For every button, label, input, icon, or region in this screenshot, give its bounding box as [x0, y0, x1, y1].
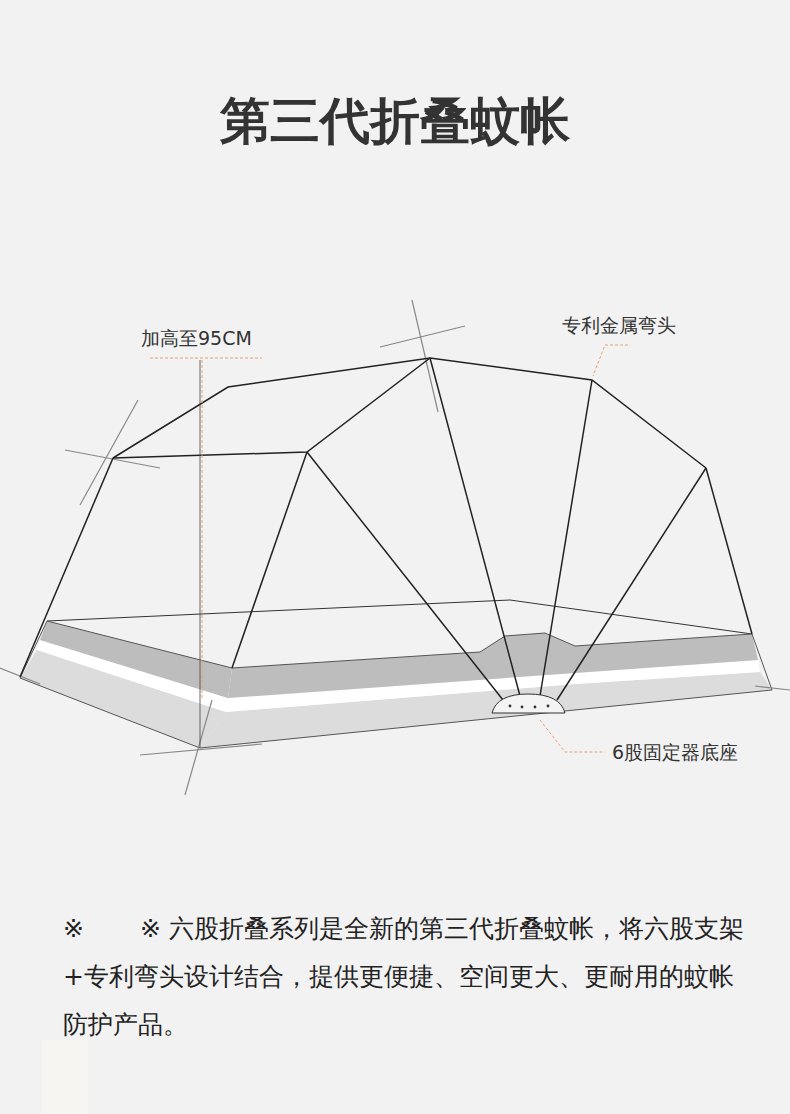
height-line	[200, 360, 201, 748]
title: 第三代折叠蚊帐	[220, 88, 570, 155]
base-seat	[492, 694, 565, 713]
mattress-edge	[20, 621, 47, 678]
mattress-back-edge	[47, 600, 752, 634]
callout-label: 专利金属弯头	[562, 313, 676, 339]
mattress-edge	[752, 634, 772, 690]
note-paragraph: ※※ 六股折叠系列是全新的第三代折叠蚊帐，将六股支架+专利弯头设计结合，提供更便…	[63, 905, 753, 1049]
corner-guides	[0, 300, 790, 795]
note-text: ※ 六股折叠系列是全新的第三代折叠蚊帐，将六股支架+专利弯头设计结合，提供更便捷…	[63, 914, 744, 1039]
callout-label: 加高至95CM	[141, 326, 252, 352]
mattress-layer	[40, 621, 232, 698]
mattress-edge	[20, 678, 772, 748]
base-dots	[509, 705, 550, 709]
note-mark: ※	[63, 914, 84, 943]
callout-label: 6股固定器底座	[612, 740, 738, 766]
leader-lines	[150, 345, 628, 752]
mattress-edge	[47, 621, 752, 668]
net-frame	[20, 358, 752, 700]
corner-patch	[42, 1040, 88, 1114]
